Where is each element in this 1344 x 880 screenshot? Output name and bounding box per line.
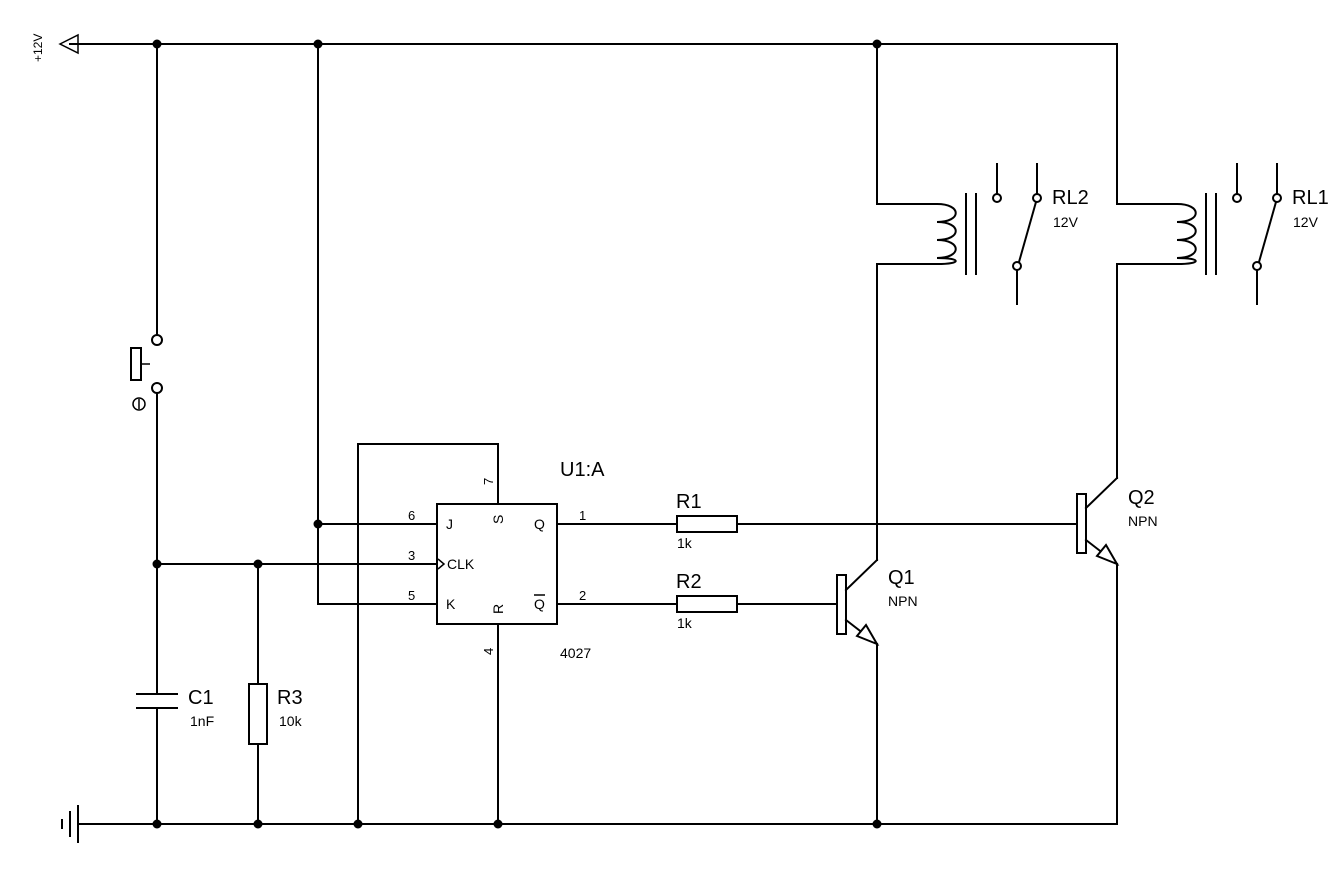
pin-number-qbar: 2	[579, 588, 586, 603]
junction-dot	[313, 39, 323, 49]
pin-s-label: S	[490, 515, 506, 524]
u1-ref: U1:A	[560, 459, 605, 481]
c1-ref: C1	[188, 687, 214, 709]
junction-dot	[872, 819, 882, 829]
push-button	[130, 43, 163, 693]
vcc-rail: +12V	[31, 34, 1118, 205]
junction-dot	[313, 519, 323, 529]
junctions	[152, 39, 882, 829]
r3-ref: R3	[277, 687, 303, 709]
q1-type: NPN	[888, 593, 918, 609]
junction-dot	[152, 39, 162, 49]
pin-clk-label: CLK	[447, 556, 475, 572]
rl2-ref: RL2	[1052, 187, 1089, 209]
pin-number-r: 4	[481, 648, 496, 655]
pin-number-s: 7	[481, 478, 496, 485]
r1-value: 1k	[677, 535, 693, 551]
q2-type: NPN	[1128, 513, 1158, 529]
junction-dot	[253, 559, 263, 569]
q2-ref: Q2	[1128, 487, 1155, 509]
capacitor-c1: C1 1nF	[136, 687, 214, 825]
rl1-value: 12V	[1293, 214, 1319, 230]
pin-qbar-label: Q	[534, 596, 545, 612]
resistor-r1: R1 1k	[556, 491, 1078, 551]
pin-r-label: R	[490, 604, 506, 614]
transistor-q2: Q2 NPN	[1076, 263, 1158, 825]
u1-part: 4027	[560, 645, 591, 661]
c1-value: 1nF	[190, 713, 214, 729]
r2-value: 1k	[677, 615, 693, 631]
vcc-label: +12V	[31, 34, 45, 62]
relay-rl2: RL2 12V	[876, 43, 1089, 305]
r3-value: 10k	[279, 713, 303, 729]
pin-number-j: 6	[408, 508, 415, 523]
pin-q-label: Q	[534, 516, 545, 532]
junction-dot	[353, 819, 363, 829]
relay-rl1: RL1 12V	[1116, 163, 1329, 305]
r2-ref: R2	[676, 571, 702, 593]
flip-flop-u1: J CLK K Q Q S R 6 3 5 1 2 7 4 U1:A 4027	[317, 43, 605, 825]
transistor-q1: Q1 NPN	[836, 263, 918, 825]
pin-k-label: K	[446, 596, 456, 612]
ground-rail	[61, 805, 1118, 843]
pin-j-label: J	[446, 516, 453, 532]
junction-dot	[253, 819, 263, 829]
junction-dot	[872, 39, 882, 49]
button-marker-icon	[132, 397, 146, 411]
pin-number-clk: 3	[408, 548, 415, 563]
pin-number-k: 5	[408, 588, 415, 603]
resistor-r3: R3 10k	[156, 563, 442, 825]
q1-ref: Q1	[888, 567, 915, 589]
resistor-r2: R2 1k	[556, 571, 838, 631]
pin-number-q: 1	[579, 508, 586, 523]
junction-dot	[152, 819, 162, 829]
rl1-ref: RL1	[1292, 187, 1329, 209]
r1-ref: R1	[676, 491, 702, 513]
rl2-value: 12V	[1053, 214, 1079, 230]
junction-dot	[152, 559, 162, 569]
junction-dot	[493, 819, 503, 829]
